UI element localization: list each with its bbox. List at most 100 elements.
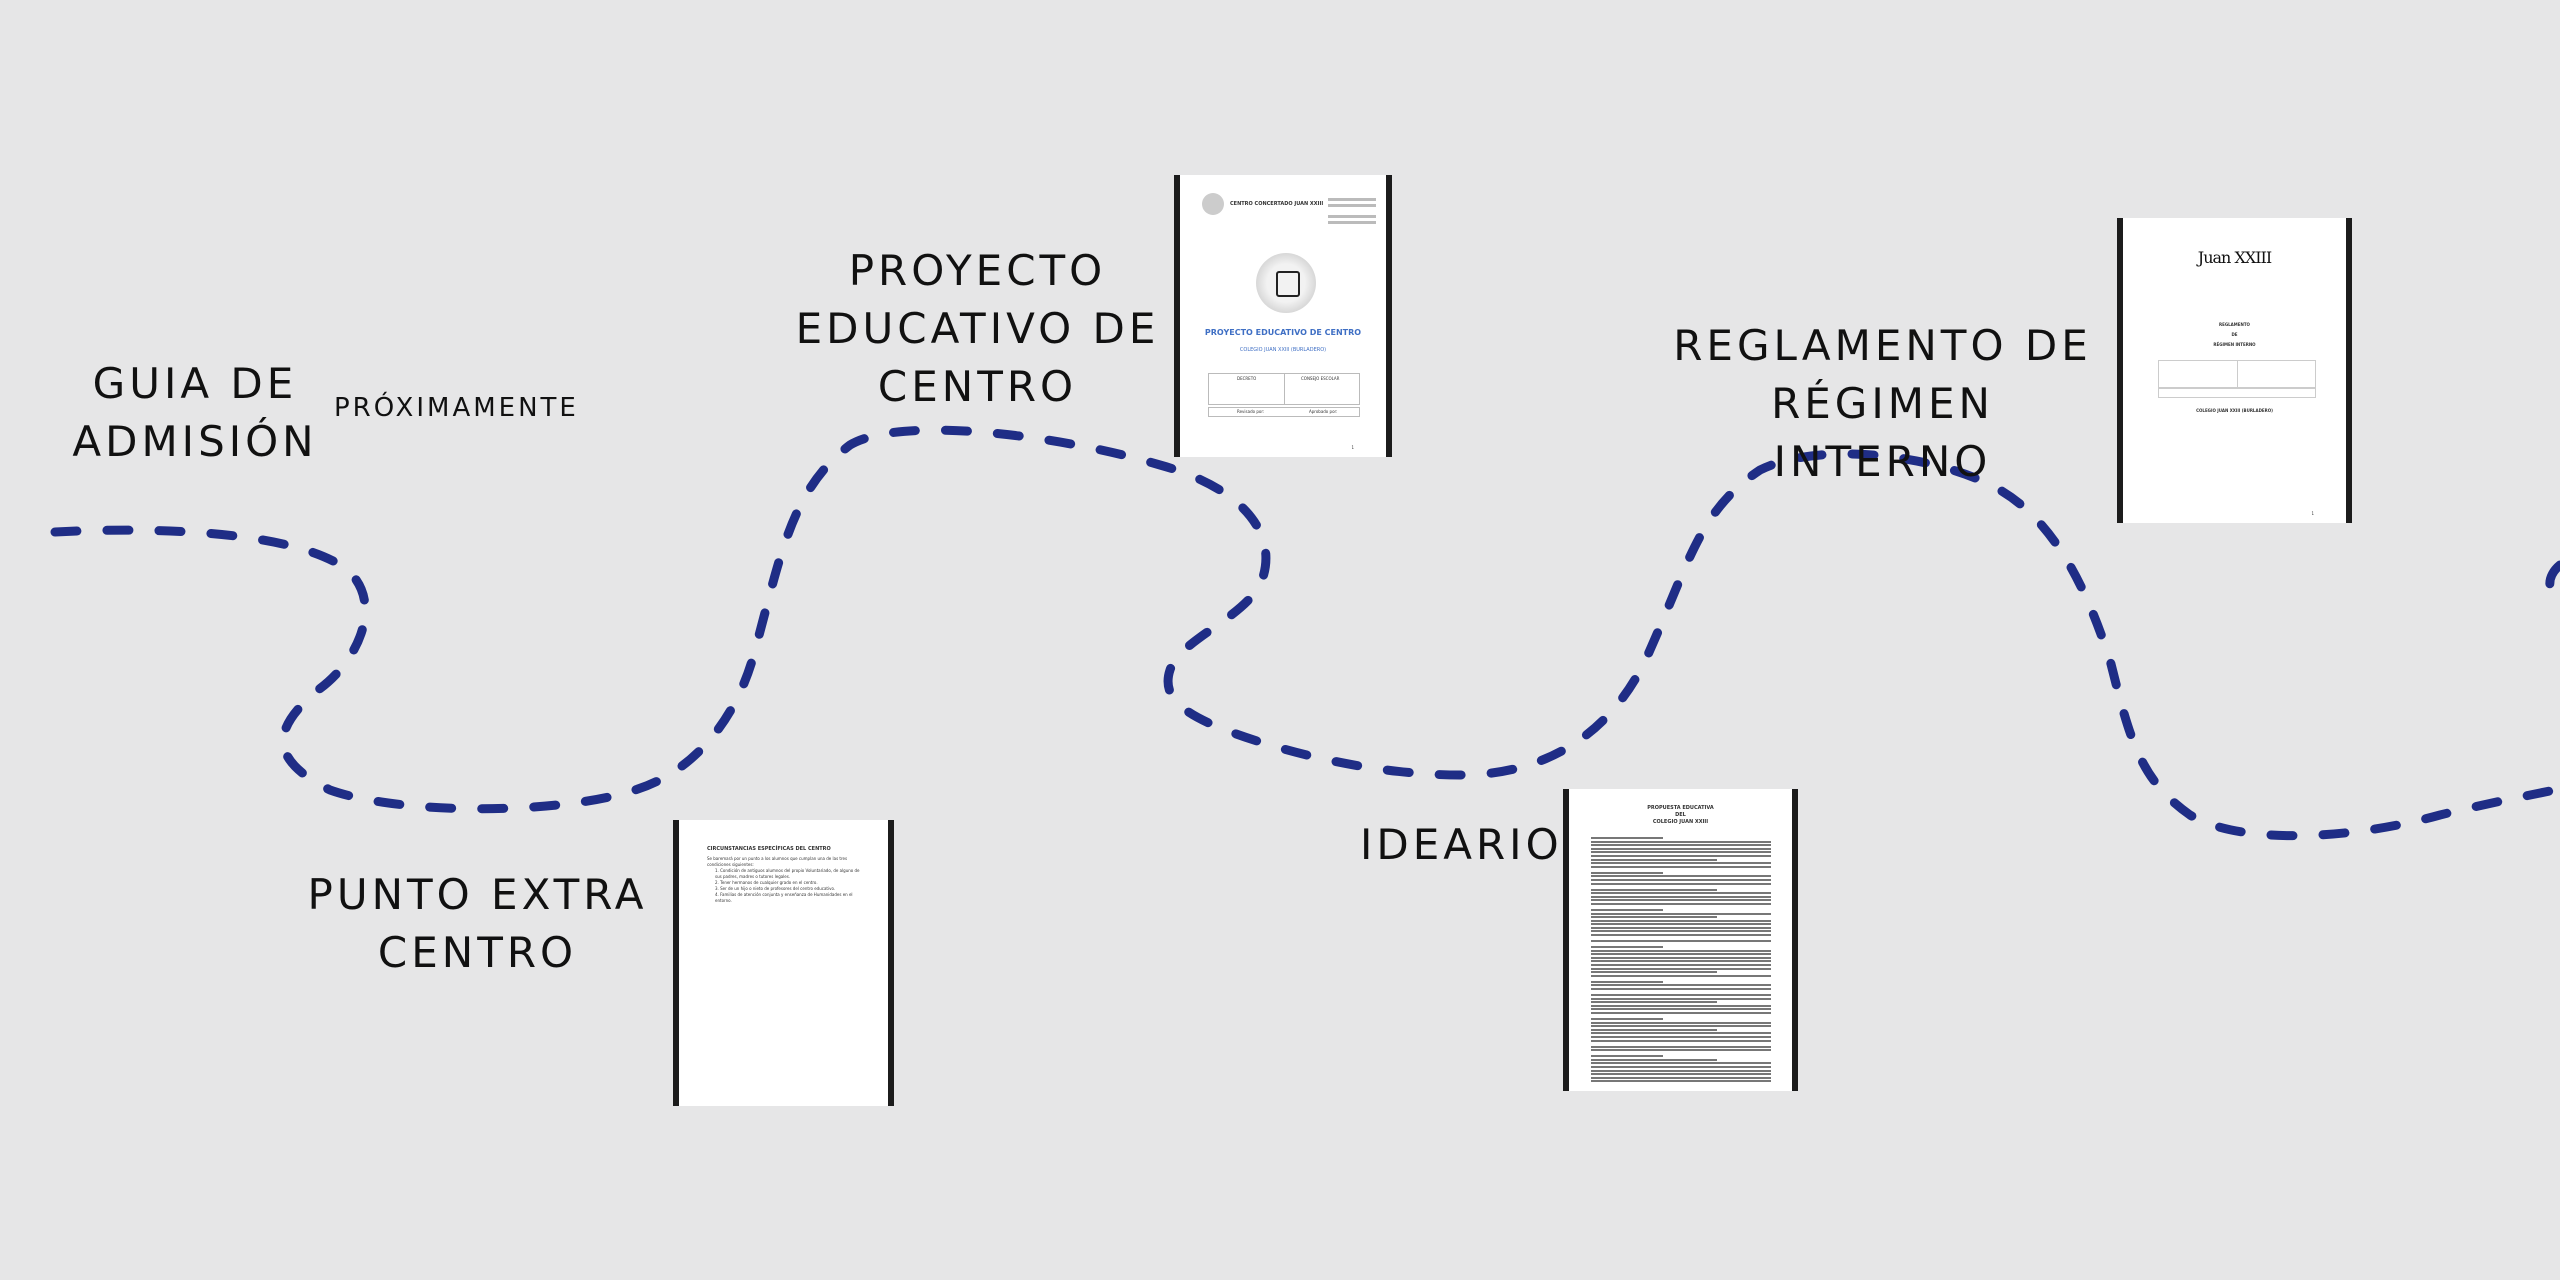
pec-foot2: Aprobado por:	[1309, 409, 1338, 414]
ideario-text-line	[1591, 1011, 1771, 1014]
reglamento-link[interactable]: REGLAMENTO DE RÉGIMEN INTERNO	[1670, 317, 2095, 491]
ideario-text-line	[1591, 1001, 1717, 1004]
ideario-text-line	[1591, 1058, 1717, 1061]
extra-lines: Se baremará por un punto a los alumnos q…	[707, 856, 867, 904]
rri-page-number: 1	[2311, 511, 2314, 516]
ideario-text-line	[1591, 980, 1663, 983]
pec-page-number: 1	[1351, 445, 1354, 450]
ideario-document-thumbnail[interactable]: PROPUESTA EDUCATIVA DEL COLEGIO JUAN XXI…	[1563, 789, 1798, 1091]
ideario-text-line	[1591, 974, 1771, 977]
pec-footer-row: Revisado por: Aprobado por:	[1208, 407, 1360, 417]
ideario-text-line	[1591, 865, 1771, 868]
guia-admision-line-1: GUIA DE	[92, 359, 298, 408]
ideario-text-line	[1591, 1039, 1771, 1042]
punto-extra-line-2: CENTRO	[377, 928, 578, 977]
ideario-text-line	[1591, 862, 1771, 865]
ideario-text-line	[1591, 997, 1771, 1000]
extra-heading: CIRCUNSTANCIAS ESPECÍFICAS DEL CENTRO	[707, 846, 831, 852]
ideario-text-line	[1591, 953, 1771, 956]
ideario-text-line	[1591, 923, 1771, 926]
punto-extra-link[interactable]: PUNTO EXTRA CENTRO	[305, 866, 650, 982]
ideario-text-line	[1591, 908, 1663, 911]
ideario-text-line	[1591, 892, 1771, 895]
extra-line-3: 2. Tener hermanos de cualquier grado en …	[715, 880, 818, 885]
ideario-text-line	[1591, 1055, 1663, 1058]
guia-admision-link[interactable]: GUIA DE ADMISIÓN	[60, 355, 330, 471]
ideario-title-2: DEL	[1675, 812, 1686, 818]
ideario-text-line	[1591, 1032, 1771, 1035]
reglamento-line-1: REGLAMENTO DE	[1673, 321, 2092, 370]
ideario-text-line	[1591, 878, 1771, 881]
ideario-text-line	[1591, 1035, 1771, 1038]
ideario-text-line	[1591, 858, 1717, 861]
rri-line-3: RÉGIMEN INTERNO	[2213, 342, 2256, 347]
rri-line-1: REGLAMENTO	[2219, 322, 2250, 327]
proyecto-line-3: CENTRO	[877, 362, 1078, 411]
ideario-text-line	[1591, 1080, 1771, 1083]
proximamente-badge: PRÓXIMAMENTE	[334, 393, 579, 423]
rri-logo: Juan XXIII	[2197, 248, 2272, 267]
ideario-text-line	[1591, 926, 1771, 929]
extra-document-thumbnail[interactable]: CIRCUNSTANCIAS ESPECÍFICAS DEL CENTRO Se…	[673, 820, 894, 1106]
ideario-text-line	[1591, 899, 1771, 902]
ideario-text-line	[1591, 971, 1717, 974]
extra-line-5: 4. Familias de atención conjunta y enseñ…	[715, 892, 853, 903]
ideario-text-line	[1591, 984, 1771, 987]
ideario-text-line	[1591, 916, 1717, 919]
ideario-text-line	[1591, 1008, 1771, 1011]
ideario-text-line	[1591, 840, 1771, 843]
ideario-text-line	[1591, 1073, 1771, 1076]
pec-table: DECRETO CONSEJO ESCOLAR	[1208, 373, 1360, 405]
ideario-text-line	[1591, 847, 1771, 850]
ideario-title-3: COLEGIO JUAN XXIII	[1652, 819, 1709, 825]
ideario-text-line	[1591, 851, 1771, 854]
ideario-body-text	[1591, 833, 1771, 1084]
pec-subtitle: COLEGIO JUAN XXIII (BURLADERO)	[1239, 347, 1327, 353]
ideario-text-line	[1591, 994, 1771, 996]
pec-col2: CONSEJO ESCOLAR	[1301, 376, 1340, 381]
rri-footer: COLEGIO JUAN XXIII (BURLADERO)	[2196, 408, 2273, 413]
ideario-text-line	[1591, 967, 1771, 970]
ideario-text-line	[1591, 988, 1771, 990]
ideario-text-line	[1591, 844, 1771, 847]
ideario-text-line	[1591, 960, 1771, 963]
ideario-text-line	[1591, 895, 1771, 898]
rri-line-2: DE	[2231, 332, 2238, 337]
ideario-text-line	[1591, 1076, 1771, 1079]
rri-footer-row	[2158, 388, 2316, 398]
proyecto-line-1: PROYECTO	[848, 246, 1107, 295]
school-seal-icon	[1202, 193, 1224, 215]
ideario-text-line	[1591, 964, 1771, 967]
pec-col1: DECRETO	[1237, 376, 1257, 381]
pec-header: CENTRO CONCERTADO JUAN XXIII	[1230, 201, 1324, 207]
ideario-text-line	[1591, 1028, 1717, 1031]
ideario-text-line	[1591, 837, 1663, 839]
rri-document-thumbnail[interactable]: Juan XXIII REGLAMENTO DE RÉGIMEN INTERNO…	[2117, 218, 2352, 523]
ideario-text-line	[1591, 1025, 1771, 1028]
school-logo-icon	[1256, 253, 1316, 313]
ideario-text-line	[1591, 930, 1771, 933]
ideario-text-line	[1591, 1069, 1771, 1072]
ideario-text-line	[1591, 934, 1771, 937]
reglamento-line-2: RÉGIMEN INTERNO	[1771, 379, 1994, 486]
ideario-title-1: PROPUESTA EDUCATIVA	[1647, 805, 1714, 811]
ideario-text-line	[1591, 946, 1663, 949]
proyecto-educativo-link[interactable]: PROYECTO EDUCATIVO DE CENTRO	[795, 242, 1160, 416]
ideario-text-line	[1591, 1062, 1771, 1065]
ideario-text-line	[1591, 1017, 1663, 1020]
guia-admision-line-2: ADMISIÓN	[72, 417, 318, 466]
ideario-text-line	[1591, 949, 1771, 952]
ideario-link[interactable]: IDEARIO	[1360, 816, 1559, 874]
rri-table	[2158, 360, 2316, 388]
pec-document-thumbnail[interactable]: CENTRO CONCERTADO JUAN XXIII PROYECTO ED…	[1174, 175, 1392, 457]
extra-line-1: Se baremará por un punto a los alumnos q…	[707, 856, 848, 867]
pec-title: PROYECTO EDUCATIVO DE CENTRO	[1204, 328, 1362, 337]
ideario-text-line	[1591, 1021, 1771, 1024]
ideario-text-line	[1591, 1004, 1771, 1007]
extra-line-4: 3. Ser de un hijo o nieto de profesores …	[715, 886, 836, 891]
extra-line-2: 1. Condición de antiguos alumnos del pro…	[715, 868, 860, 879]
ideario-text-line	[1591, 956, 1771, 959]
ideario-text-line	[1591, 912, 1771, 915]
proyecto-line-2: EDUCATIVO DE	[795, 304, 1160, 353]
